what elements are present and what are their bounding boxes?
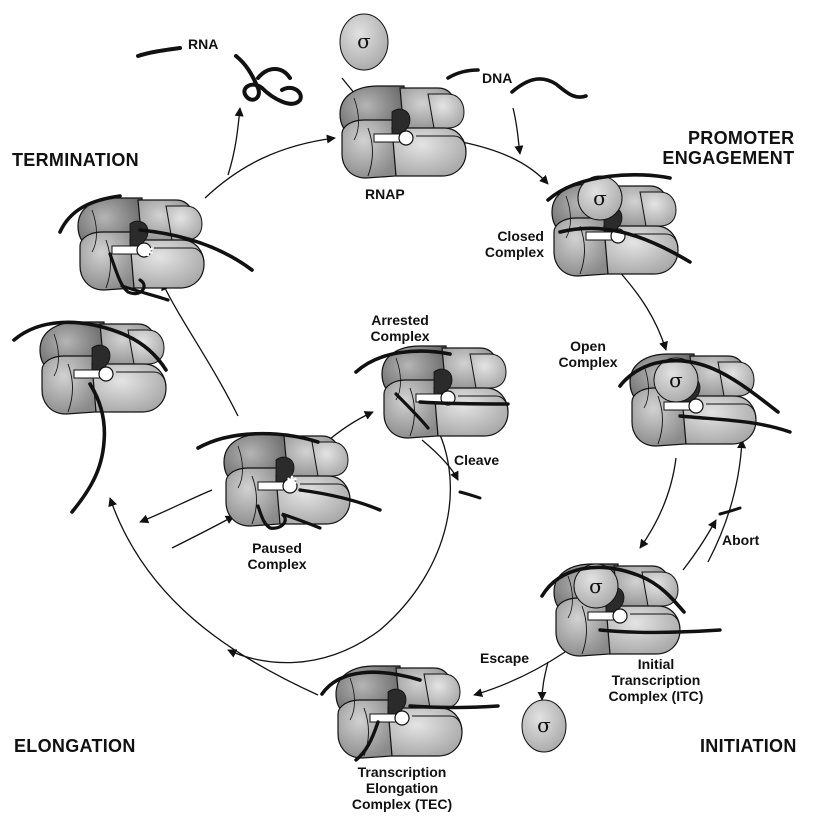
arrow-left-to-paused xyxy=(172,516,234,548)
arrested-complex-line1: Arrested xyxy=(360,312,440,328)
termination-complex: ✱ xyxy=(60,196,252,300)
cleaved-fragment xyxy=(460,492,480,498)
free-rna-strand xyxy=(138,48,301,104)
arrow-tec-to-elongation xyxy=(110,498,318,695)
closed-complex: σ xyxy=(548,175,690,276)
open-complex-line2: Complex xyxy=(558,354,618,370)
released-sigma: σ xyxy=(522,700,566,752)
phase-termination-label: TERMINATION xyxy=(12,150,139,170)
dna-label: DNA xyxy=(482,70,512,86)
arrow-itc-to-sigma xyxy=(542,662,548,700)
abort-label: Abort xyxy=(722,532,759,548)
tec-line1: Transcription xyxy=(342,764,462,780)
svg-text:✱: ✱ xyxy=(286,474,298,490)
arrow-termination-to-rna xyxy=(228,108,240,175)
arrow-dna-to-closed xyxy=(513,108,520,154)
phase-elongation-label: ELONGATION xyxy=(14,736,136,756)
tec-line3: Complex (TEC) xyxy=(342,796,462,812)
tec-line2: Elongation xyxy=(342,780,462,796)
arrested-complex xyxy=(356,346,508,498)
rnap-label: RNAP xyxy=(365,186,405,202)
svg-text:σ: σ xyxy=(593,186,607,210)
free-sigma-top: σ xyxy=(340,14,388,70)
paused-complex-line1: Paused xyxy=(242,540,312,556)
free-dna-strand xyxy=(448,70,586,97)
svg-text:✱: ✱ xyxy=(142,244,154,260)
paused-complex: ✱ xyxy=(198,434,380,529)
open-complex: σ xyxy=(620,354,790,446)
arrested-complex-line2: Complex xyxy=(360,328,440,344)
arrow-open-to-itc xyxy=(640,458,676,548)
escape-label: Escape xyxy=(480,650,529,666)
arrow-rnap-to-closed xyxy=(462,142,548,184)
arrested-complex-label: Arrested Complex xyxy=(360,312,440,344)
rna-label: RNA xyxy=(188,36,218,52)
itc-line2: Transcription xyxy=(596,672,716,688)
phase-engagement-line2: ENGAGEMENT xyxy=(660,148,794,168)
paused-complex-label: Paused Complex xyxy=(242,540,312,572)
paused-complex-line2: Complex xyxy=(242,556,312,572)
arrow-paused-to-left xyxy=(140,490,212,522)
arrow-cleave xyxy=(422,440,458,480)
svg-text:σ: σ xyxy=(669,368,683,392)
open-complex-line1: Open xyxy=(558,338,618,354)
closed-complex-line2: Complex xyxy=(484,244,544,260)
cleave-label: Cleave xyxy=(454,452,499,468)
itc-line3: Complex (ITC) xyxy=(596,688,716,704)
arrow-abort xyxy=(683,520,716,570)
phase-promoter-line1: PROMOTER xyxy=(660,128,794,148)
svg-text:σ: σ xyxy=(537,713,551,737)
tec-label: Transcription Elongation Complex (TEC) xyxy=(342,764,462,812)
svg-text:σ: σ xyxy=(589,574,603,598)
closed-complex-line1: Closed xyxy=(484,228,544,244)
closed-complex-label: Closed Complex xyxy=(484,228,544,260)
transcription-elongation-complex xyxy=(322,666,498,760)
phase-promoter-engagement-label: PROMOTER ENGAGEMENT xyxy=(660,128,794,168)
arrow-termination-to-rnap xyxy=(205,138,335,198)
arrow-paused-to-termination xyxy=(162,282,238,416)
elongating-complex-left xyxy=(14,322,166,512)
itc-label: Initial Transcription Complex (ITC) xyxy=(596,656,716,704)
rnap-core xyxy=(340,86,466,178)
arrow-closed-to-open xyxy=(618,270,666,350)
itc-line1: Initial xyxy=(596,656,716,672)
sigma-symbol-top: σ xyxy=(357,29,371,53)
open-complex-label: Open Complex xyxy=(558,338,618,370)
phase-initiation-label: INITIATION xyxy=(700,736,797,756)
